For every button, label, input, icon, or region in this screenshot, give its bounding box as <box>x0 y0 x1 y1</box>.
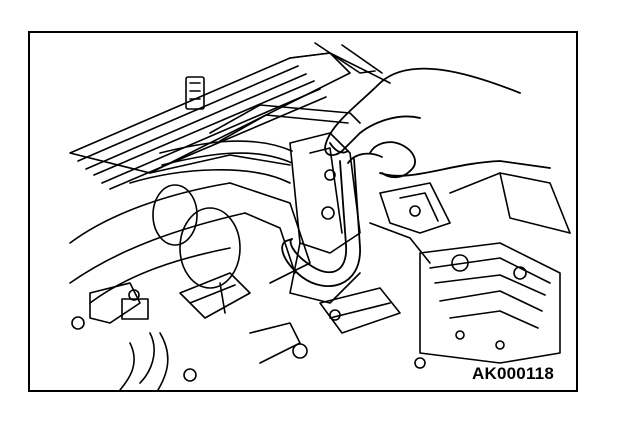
bolts <box>183 330 505 382</box>
vacuum-hose <box>281 158 361 287</box>
figure-code-label: AK000118 <box>472 364 554 383</box>
engine-line-drawing <box>69 42 571 390</box>
right-components <box>369 172 571 364</box>
illustration-frame: AK000118 <box>28 31 578 392</box>
wire-harness <box>71 272 401 390</box>
radiator-top <box>69 42 391 190</box>
upper-hose <box>159 104 361 166</box>
intake-manifold <box>69 154 311 304</box>
hand <box>324 67 551 179</box>
